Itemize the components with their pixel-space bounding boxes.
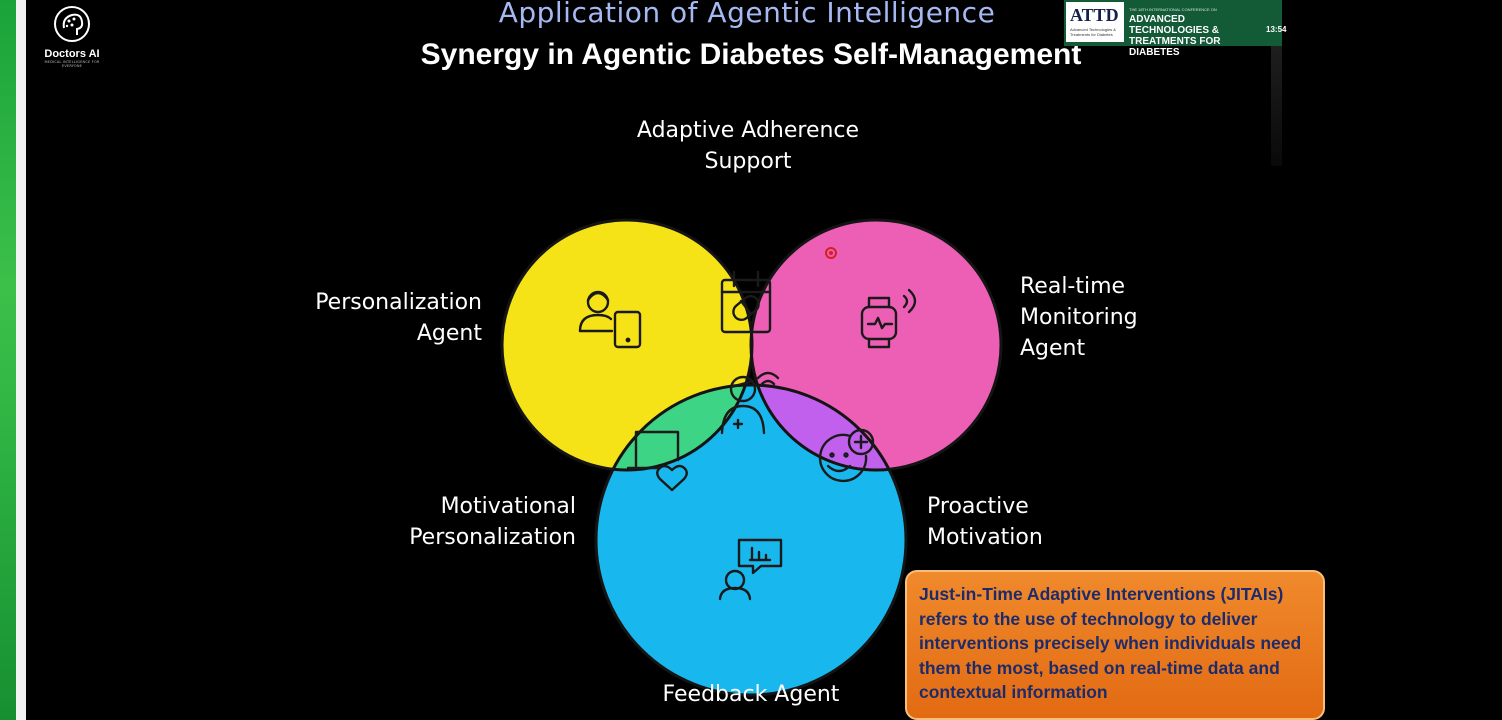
- label-real-time-monitoring-agent-text: Real-time Monitoring Agent: [1020, 274, 1138, 361]
- label-feedback-agent-text: Feedback Agent: [662, 682, 840, 707]
- attd-logo: ATTD Advanced Technologies & Treatments …: [1066, 2, 1124, 42]
- user-chat-chart-icon: [718, 538, 783, 601]
- cursor-pointer-icon: [825, 247, 837, 259]
- logo-name: Doctors AI: [44, 48, 100, 60]
- label-motivational-personalization-text: Motivational Personalization: [409, 494, 576, 550]
- conference-small-text: THE 18TH INTERNATIONAL CONFERENCE ON: [1129, 7, 1217, 12]
- logo-tagline: MEDICAL INTELLIGENCE FOR EVERYONE: [44, 60, 100, 68]
- user-signal-plus-icon: [720, 371, 780, 435]
- label-feedback-agent: Feedback Agent: [652, 679, 850, 710]
- attd-mark: ATTD: [1070, 5, 1119, 25]
- label-proactive-motivation: Proactive Motivation: [927, 491, 1067, 553]
- label-adaptive-adherence-support-text: Adaptive Adherence Support: [636, 118, 860, 174]
- conference-main-text: ADVANCED TECHNOLOGIES & TREATMENTS FOR D…: [1129, 14, 1221, 58]
- attd-mark-subtext: Advanced Technologies & Treatments for D…: [1070, 27, 1116, 37]
- page-title: Application of Agentic Intelligence: [498, 0, 996, 29]
- smiley-plus-icon: [818, 428, 875, 483]
- label-adaptive-adherence-support: Adaptive Adherence Support: [630, 115, 866, 177]
- label-real-time-monitoring-agent: Real-time Monitoring Agent: [1020, 271, 1180, 364]
- label-personalization-agent-text: Personalization Agent: [315, 290, 482, 346]
- laptop-heart-icon: [626, 430, 688, 492]
- venn-outlines: [500, 218, 1003, 697]
- smartwatch-signal-icon: [860, 288, 917, 349]
- clock-time: 13:54: [1266, 25, 1287, 34]
- right-edge-panel: [1271, 46, 1282, 166]
- conference-banner: ATTD Advanced Technologies & Treatments …: [1064, 0, 1282, 58]
- user-with-phone-icon: [578, 290, 642, 349]
- left-green-border: [0, 0, 16, 720]
- venn-diagram: [500, 218, 1003, 697]
- page-subtitle: Synergy in Agentic Diabetes Self-Managem…: [420, 38, 1082, 71]
- calendar-pill-icon: [720, 270, 772, 334]
- doctors-ai-logo: Doctors AI MEDICAL INTELLIGENCE FOR EVER…: [34, 4, 110, 68]
- jitai-callout-text: Just-in-Time Adaptive Interventions (JIT…: [919, 584, 1302, 702]
- brain-logo-icon: [54, 6, 90, 42]
- label-personalization-agent: Personalization Agent: [292, 287, 482, 349]
- jitai-callout: Just-in-Time Adaptive Interventions (JIT…: [905, 570, 1325, 720]
- label-motivational-personalization: Motivational Personalization: [382, 491, 576, 553]
- label-proactive-motivation-text: Proactive Motivation: [927, 494, 1043, 550]
- left-white-border: [16, 0, 26, 720]
